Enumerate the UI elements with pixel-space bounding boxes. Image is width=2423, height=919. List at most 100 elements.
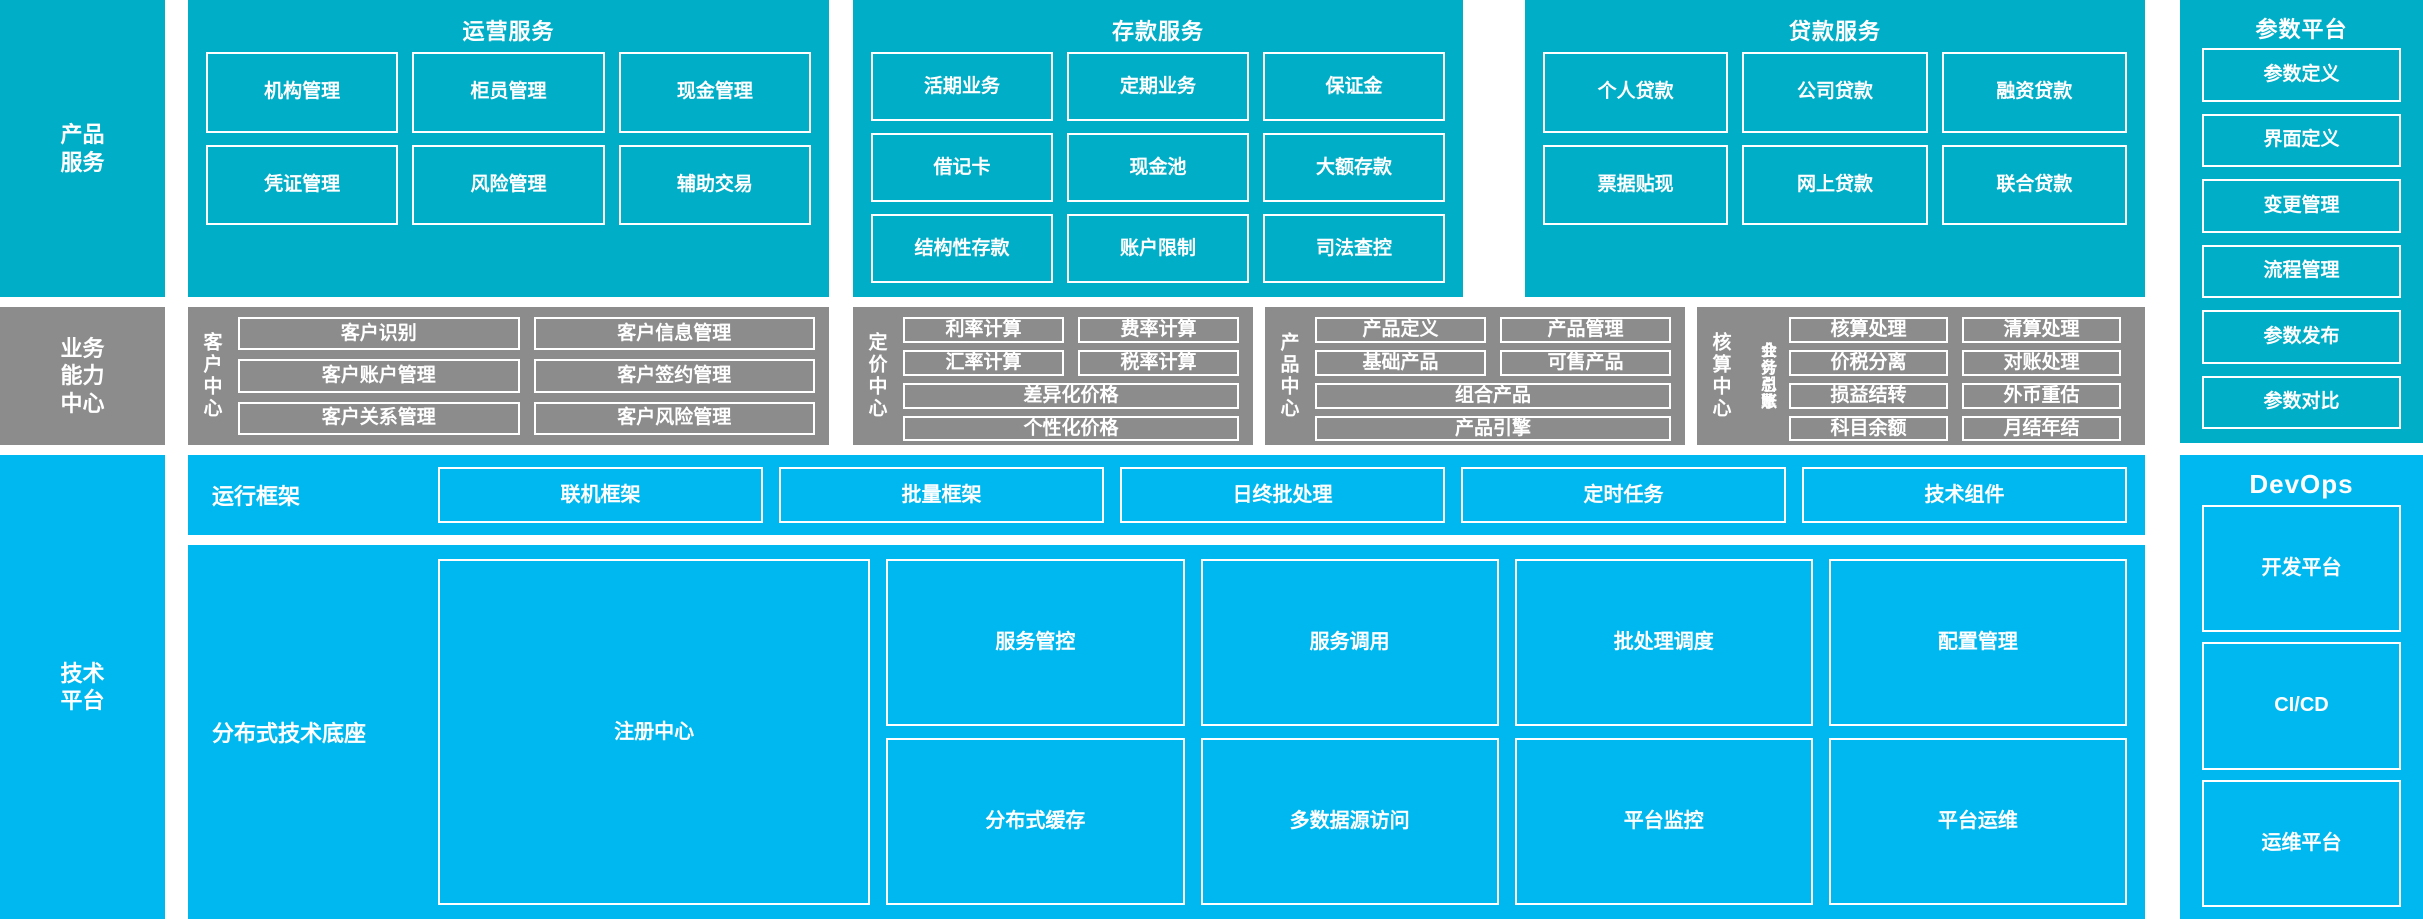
- service-tile[interactable]: 账户限制: [1067, 214, 1249, 283]
- devops-tile[interactable]: CI/CD: [2202, 642, 2401, 770]
- layer-label-technical-platform-text: 技术平台: [60, 660, 105, 714]
- technical-tile[interactable]: 配置管理: [1828, 559, 2127, 726]
- service-tile[interactable]: 柜员管理: [412, 52, 605, 133]
- service-tile[interactable]: 大额存款: [1263, 133, 1445, 202]
- service-tile[interactable]: 票据贴现: [1543, 144, 1729, 225]
- technical-base-column: 批处理调度 平台监控: [1514, 559, 1813, 905]
- service-tile[interactable]: 凭证管理: [206, 144, 399, 225]
- capability-tile[interactable]: 客户风险管理: [533, 401, 815, 435]
- service-tile[interactable]: 现金管理: [618, 52, 811, 133]
- capability-center-pricing-label: 定价中心: [865, 332, 887, 420]
- service-tile[interactable]: 机构管理: [206, 52, 399, 133]
- layer-label-product-service: 产品服务: [0, 0, 165, 297]
- technical-tile[interactable]: 服务管控: [886, 559, 1185, 726]
- layer-label-business-capability-text: 业务能力中心: [60, 335, 105, 416]
- capability-tile[interactable]: 基础产品: [1315, 349, 1486, 376]
- accounting-sublabel-ledger: 业务总账: [1758, 342, 1775, 410]
- capability-tile[interactable]: 外币重估: [1962, 382, 2121, 409]
- service-tile[interactable]: 风险管理: [412, 144, 605, 225]
- service-tile[interactable]: 活期业务: [871, 52, 1053, 121]
- devops-platform: DevOps 开发平台 CI/CD 运维平台: [2180, 455, 2423, 919]
- capability-tile[interactable]: 损益结转: [1789, 382, 1948, 409]
- service-group-operation-tiles: 机构管理 柜员管理 现金管理 凭证管理 风险管理 辅助交易: [188, 52, 829, 283]
- accounting-sublabel-engine: 会计引擎: [1758, 342, 1775, 410]
- technical-tile[interactable]: 多数据源访问: [1200, 738, 1499, 905]
- technical-row-distributed-base: 分布式技术底座 注册中心 服务管控 分布式缓存 服务调用 多数据源访问 批处理调…: [188, 545, 2145, 919]
- technical-tile[interactable]: 日终批处理: [1120, 467, 1445, 523]
- technical-tile[interactable]: 联机框架: [438, 467, 763, 523]
- capability-tile[interactable]: 差异化价格: [903, 382, 1239, 409]
- service-tile[interactable]: 定期业务: [1067, 52, 1249, 121]
- capability-tile[interactable]: 组合产品: [1315, 382, 1671, 409]
- capability-tile[interactable]: 产品定义: [1315, 317, 1486, 343]
- service-group-loan-title: 贷款服务: [1788, 19, 1881, 44]
- service-tile[interactable]: 联合贷款: [1941, 144, 2127, 225]
- technical-tile-registry[interactable]: 注册中心: [438, 559, 871, 905]
- devops-title: DevOps: [2249, 469, 2354, 499]
- capability-center-customer-label: 客户中心: [200, 332, 222, 420]
- capability-tile[interactable]: 客户信息管理: [533, 317, 815, 351]
- capability-tile[interactable]: 客户签约管理: [533, 359, 815, 393]
- capability-tile[interactable]: 可售产品: [1500, 349, 1671, 376]
- service-tile[interactable]: 司法查控: [1263, 214, 1445, 283]
- capability-tile[interactable]: 费率计算: [1078, 317, 1239, 343]
- capability-tile[interactable]: 月结年结: [1962, 415, 2121, 442]
- technical-tile[interactable]: 平台监控: [1514, 738, 1813, 905]
- parameter-platform-tiles: 参数定义 界面定义 变更管理 流程管理 参数发布 参数对比: [2202, 48, 2401, 429]
- layer-label-product-service-text: 产品服务: [60, 122, 105, 175]
- service-tile[interactable]: 公司贷款: [1742, 52, 1928, 133]
- technical-tile[interactable]: 定时任务: [1461, 467, 1786, 523]
- service-group-deposit: 存款服务 活期业务 定期业务 保证金 借记卡 现金池 大额存款 结构性存款 账户…: [853, 0, 1463, 297]
- capability-tile[interactable]: 客户关系管理: [238, 401, 520, 435]
- technical-tile[interactable]: 批量框架: [779, 467, 1104, 523]
- parameter-tile[interactable]: 流程管理: [2202, 244, 2401, 298]
- devops-tile[interactable]: 运维平台: [2202, 779, 2401, 907]
- service-tile[interactable]: 借记卡: [871, 133, 1053, 202]
- capability-tile[interactable]: 核算处理: [1789, 317, 1948, 343]
- capability-tile[interactable]: 清算处理: [1962, 317, 2121, 343]
- technical-row-base-label: 分布式技术底座: [212, 721, 367, 746]
- technical-tile[interactable]: 批处理调度: [1514, 559, 1813, 726]
- capability-center-accounting: 核算中心 会计引擎 业务总账 核算处理 清算处理 价税分离 对账处理 损益结转 …: [1697, 307, 2145, 445]
- service-tile[interactable]: 网上贷款: [1742, 144, 1928, 225]
- service-group-operation: 运营服务 机构管理 柜员管理 现金管理 凭证管理 风险管理 辅助交易: [188, 0, 829, 297]
- parameter-tile[interactable]: 参数定义: [2202, 48, 2401, 102]
- service-tile[interactable]: 保证金: [1263, 52, 1445, 121]
- technical-tile[interactable]: 服务调用: [1200, 559, 1499, 726]
- technical-tile[interactable]: 技术组件: [1802, 467, 2127, 523]
- capability-tile[interactable]: 价税分离: [1789, 349, 1948, 376]
- capability-tile[interactable]: 科目余额: [1789, 415, 1948, 442]
- parameter-tile[interactable]: 参数对比: [2202, 375, 2401, 429]
- capability-center-customer: 客户中心 客户识别 客户信息管理 客户账户管理 客户签约管理 客户关系管理 客户…: [188, 307, 829, 445]
- technical-row-runtime-framework: 运行框架 联机框架 批量框架 日终批处理 定时任务 技术组件: [188, 455, 2145, 535]
- technical-tile[interactable]: 分布式缓存: [886, 738, 1185, 905]
- service-tile[interactable]: 现金池: [1067, 133, 1249, 202]
- technical-tile[interactable]: 平台运维: [1828, 738, 2127, 905]
- service-group-operation-title: 运营服务: [462, 19, 555, 44]
- parameter-tile[interactable]: 界面定义: [2202, 113, 2401, 167]
- service-tile[interactable]: 辅助交易: [618, 144, 811, 225]
- devops-tiles: 开发平台 CI/CD 运维平台: [2202, 505, 2401, 907]
- capability-tile[interactable]: 客户账户管理: [238, 359, 520, 393]
- capability-tile[interactable]: 产品管理: [1500, 317, 1671, 343]
- capability-tile[interactable]: 个性化价格: [903, 415, 1239, 442]
- parameter-tile[interactable]: 变更管理: [2202, 179, 2401, 233]
- service-group-deposit-tiles: 活期业务 定期业务 保证金 借记卡 现金池 大额存款 结构性存款 账户限制 司法…: [853, 52, 1463, 283]
- capability-tile[interactable]: 产品引擎: [1315, 415, 1671, 442]
- capability-center-pricing-body: 利率计算 费率计算 汇率计算 税率计算 差异化价格 个性化价格: [899, 307, 1253, 445]
- capability-tile[interactable]: 客户识别: [238, 317, 520, 351]
- parameter-tile[interactable]: 参数发布: [2202, 310, 2401, 364]
- capability-center-accounting-body: 会计引擎 业务总账 核算处理 清算处理 价税分离 对账处理 损益结转 外币重估 …: [1743, 307, 2145, 445]
- service-tile[interactable]: 个人贷款: [1543, 52, 1729, 133]
- parameter-platform: 参数平台 参数定义 界面定义 变更管理 流程管理 参数发布 参数对比: [2180, 0, 2423, 443]
- service-tile[interactable]: 结构性存款: [871, 214, 1053, 283]
- devops-tile[interactable]: 开发平台: [2202, 505, 2401, 633]
- capability-center-customer-body: 客户识别 客户信息管理 客户账户管理 客户签约管理 客户关系管理 客户风险管理: [234, 307, 829, 445]
- capability-tile[interactable]: 对账处理: [1962, 349, 2121, 376]
- technical-base-column: 配置管理 平台运维: [1828, 559, 2127, 905]
- capability-tile[interactable]: 利率计算: [903, 317, 1064, 343]
- capability-tile[interactable]: 税率计算: [1078, 349, 1239, 376]
- capability-tile[interactable]: 汇率计算: [903, 349, 1064, 376]
- service-tile[interactable]: 融资贷款: [1941, 52, 2127, 133]
